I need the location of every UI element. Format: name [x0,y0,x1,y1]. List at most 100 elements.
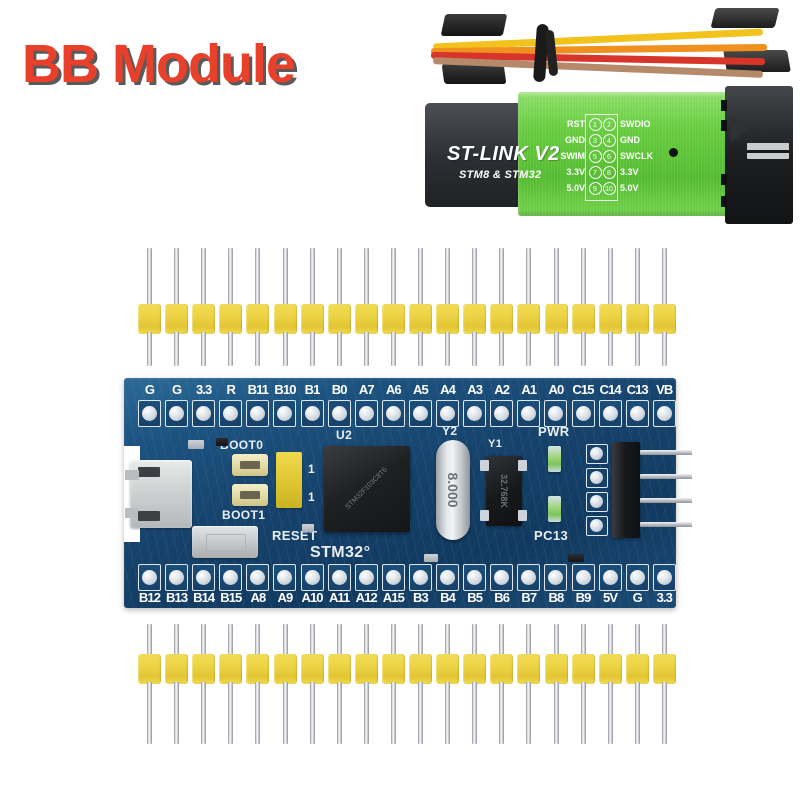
jumper-position-1: 1 [308,462,316,476]
header-pin [445,248,451,310]
header-pin [499,624,505,660]
header-pin [174,682,180,744]
header-pin [390,682,396,744]
pin-label: B15 [220,590,242,605]
pin-pad [165,564,189,591]
header-pin [607,682,613,744]
pin-hole [629,570,645,585]
pin-header-strip-bottom [138,624,676,744]
pin-label: A11 [328,590,350,605]
pinout-row: GND 3 4 GND [549,132,660,148]
header-housing [517,304,541,334]
header-pin [255,682,261,744]
pin-pad [273,400,297,427]
header-housing [409,654,432,684]
pin-pad [354,400,378,427]
pin-hole [602,406,618,421]
pin-hole [277,406,293,421]
header-pin [634,624,640,660]
pin-hole [440,570,456,585]
pin-pad [300,564,324,591]
header-housing [625,654,649,684]
pin-pad [598,564,622,591]
pin-label: G [144,382,155,397]
header-pin [418,248,423,310]
pin-label: A0 [548,382,564,397]
header-pin [526,248,532,310]
pin-label: C14 [599,382,622,397]
header-pin [607,624,613,660]
pin-label: B10 [274,382,296,397]
pin-hole [548,570,564,585]
pin-number: 8 [602,165,616,179]
header-pin [445,624,451,660]
pin-pad [571,400,595,427]
pin-label: A1 [521,382,537,397]
pin-number: 9 [588,181,602,195]
header-housing [219,654,243,684]
pin-label: A2 [494,382,510,397]
connector-slot [747,143,789,159]
header-pin [661,682,667,744]
swd-hole [590,471,603,484]
pin-pad [490,400,514,427]
pin-hole [277,570,293,585]
boot1-jumper[interactable] [232,484,268,506]
header-pin [228,682,234,744]
header-pin [499,682,505,744]
header-pin [255,248,261,310]
pin-pad [517,400,541,427]
header-pin [607,248,613,310]
smd-component [424,554,438,562]
pin-label: 5V [603,590,618,605]
pin-label-right: 5.0V [620,183,639,193]
pin-label: 3.3 [656,590,673,605]
pin-pad [490,564,514,591]
boot0-silkscreen: BOOT0 [220,438,264,452]
header-pin [553,682,559,744]
micro-usb-connector[interactable] [125,460,192,528]
crystal-pad [480,460,489,471]
pin-hole [385,570,401,585]
header-housing [246,304,270,334]
header-pin [147,682,152,744]
page-title: BB Module [22,34,296,94]
pin-hole [656,570,672,585]
pin-label: VB [656,382,673,397]
header-pin [418,624,423,660]
pin-hole [521,570,537,585]
jumper-shunt[interactable] [276,452,302,508]
header-pin [174,624,180,660]
header-pin [255,624,261,660]
connector-notch [721,100,727,111]
pin-hole [142,406,157,421]
pin-label: B3 [413,590,429,605]
header-housing [273,654,297,684]
swd-header[interactable] [612,442,640,538]
pin-pad [192,564,216,591]
header-pin [201,624,207,660]
pin-hole [521,406,537,421]
reset-button[interactable] [192,526,258,558]
pin-hole [223,406,239,421]
pin-pad [571,564,595,591]
pin-number: 4 [602,133,616,147]
pin-pad [273,564,297,591]
pin-hole [250,406,266,421]
header-pin [607,332,613,366]
boot0-jumper[interactable] [232,454,268,476]
header-pin [580,682,586,744]
jumper-wire-bundle [425,2,795,94]
pin-pad [652,400,676,427]
header-pin [390,248,396,310]
header-pin [418,682,423,744]
crystal-reference-silkscreen: Y2 [442,424,458,438]
pin-hole [629,406,645,421]
header-housing [598,304,622,334]
usb-cap [425,103,525,207]
header-housing [652,304,676,334]
pin-label: R [226,382,236,397]
pin-label: B8 [548,590,564,605]
header-housing [165,304,189,334]
